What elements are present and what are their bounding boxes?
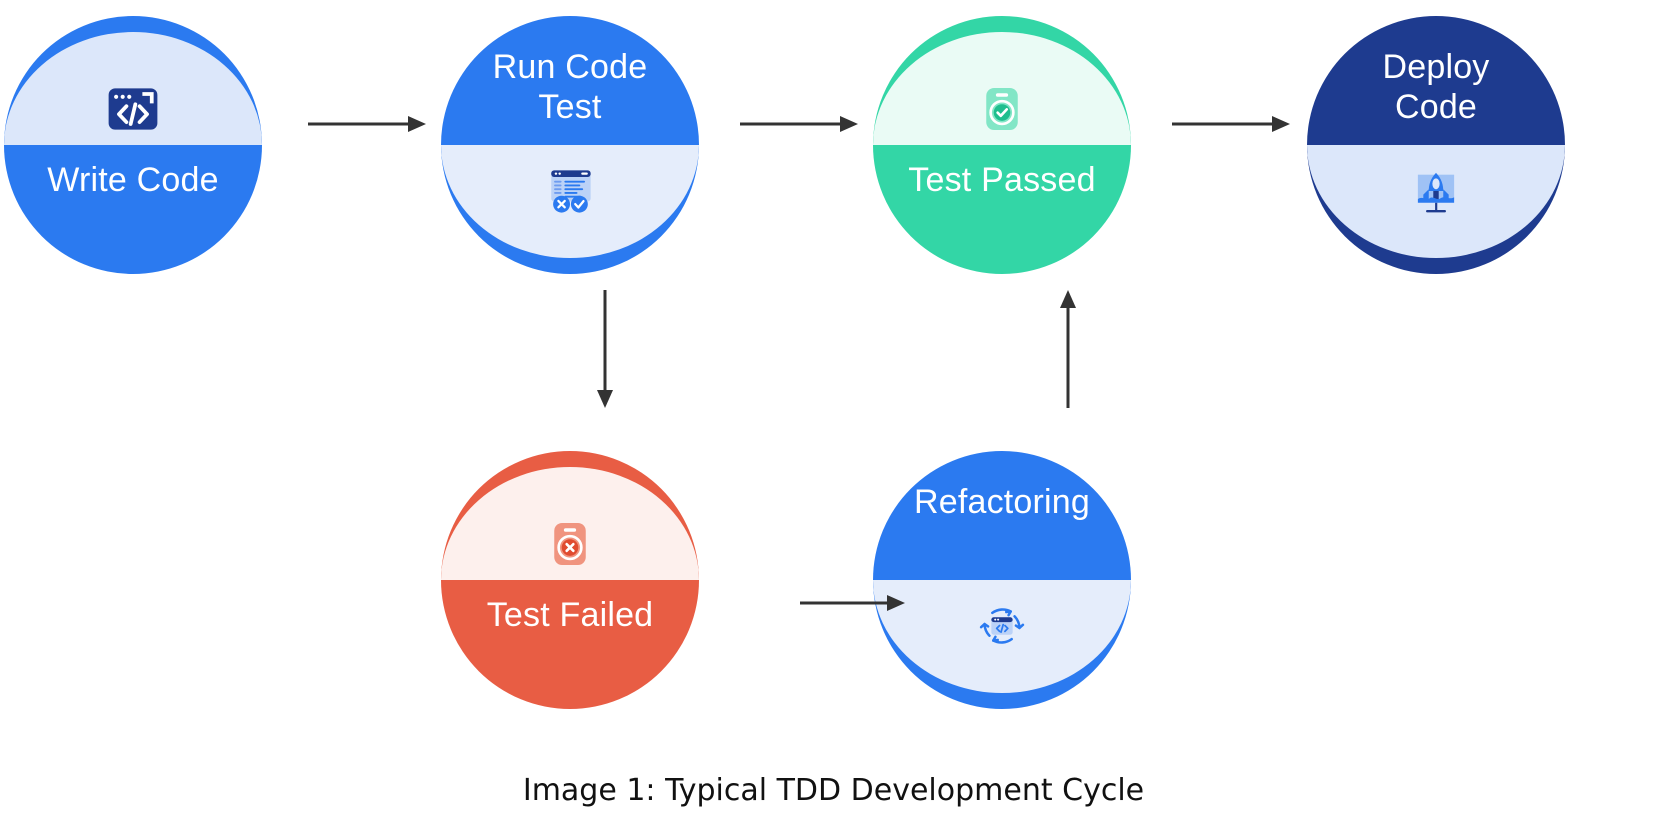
node-label: Refactoring [913,482,1091,521]
node-label-line2: Code [1394,88,1478,127]
arrow-refactor-to-passed [1054,290,1082,408]
node-label-line1: Run Code [492,47,648,86]
node-label: Test Failed [486,596,654,635]
refactor-cycle-icon [971,595,1033,657]
node-dome [441,145,699,259]
node-label: Write Code [47,161,219,200]
node-label-line2: Test [538,88,602,127]
node-deploy-code[interactable]: Deploy Code [1307,16,1565,274]
arrow-write-to-run [308,110,426,138]
node-label: Deploy Code [1307,47,1565,127]
clipboard-x-icon [539,513,601,575]
arrow-failed-to-refactor [800,589,905,617]
test-results-icon [539,160,601,222]
node-label: Test Passed [908,161,1096,200]
node-test-failed[interactable]: Test Failed [441,451,699,709]
node-dome [1307,145,1565,259]
arrow-passed-to-deploy [1172,110,1290,138]
clipboard-check-icon [971,78,1033,140]
node-dome [4,31,262,145]
node-test-passed[interactable]: Test Passed [873,16,1131,274]
node-dome [873,31,1131,145]
diagram-caption: Image 1: Typical TDD Development Cycle [522,773,1145,808]
arrow-run-to-failed [591,290,619,408]
node-label-line1: Deploy [1382,47,1490,86]
node-write-code[interactable]: Write Code [4,16,262,274]
node-dome [441,466,699,580]
arrow-run-to-passed [740,110,858,138]
node-dome [873,580,1131,694]
node-refactoring[interactable]: Refactoring [873,451,1131,709]
node-label: Run Code Test [441,47,699,127]
code-window-icon [102,78,164,140]
node-run-code-test[interactable]: Run Code Test [441,16,699,274]
rocket-launch-icon [1405,160,1467,222]
